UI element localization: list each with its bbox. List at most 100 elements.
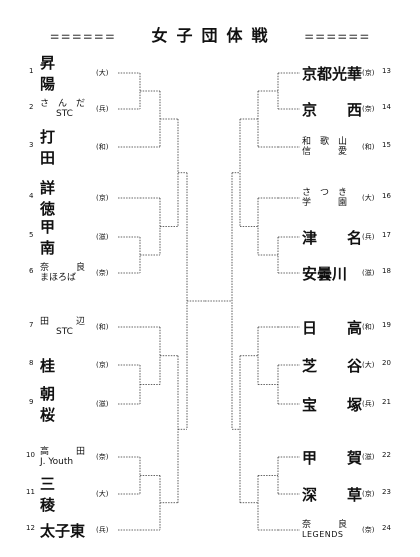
team-entry: 5 甲 南 (滋) <box>0 218 130 257</box>
team-prefecture: (兵) <box>96 526 109 534</box>
team-name-line: さ ん だ <box>40 99 86 109</box>
team-name-line: STC <box>56 327 73 337</box>
team-prefecture: (奈) <box>96 453 109 461</box>
team-number: 24 <box>382 524 391 532</box>
team-name-line: 芝 谷 <box>302 356 363 375</box>
team-number: 16 <box>382 192 391 200</box>
team-name-line: 宝 塚 <box>302 395 363 414</box>
title-text: 女子団体戦 <box>151 26 277 45</box>
team-name-line: 甲 賀 <box>302 448 363 467</box>
team-number: 17 <box>382 231 391 239</box>
team-prefecture: (兵) <box>96 105 109 113</box>
title-decoration-left: ====== <box>49 30 116 44</box>
team-name-line: 安曇川 <box>302 264 348 283</box>
team-number: 14 <box>382 103 391 111</box>
team-name-line: 打 田 <box>40 128 86 167</box>
team-number: 18 <box>382 267 391 275</box>
team-name-line: 詳 徳 <box>40 179 86 218</box>
team-number: 3 <box>29 141 34 149</box>
team-name-line: LEGENDS <box>302 530 344 539</box>
team-prefecture: (奈) <box>362 526 375 534</box>
team-name: 三 稜 <box>40 475 94 514</box>
team-name: 芝 谷 <box>302 350 362 380</box>
team-name: 桂 <box>40 350 94 380</box>
team-name-line: まほろば <box>40 273 77 283</box>
team-prefecture: (京) <box>96 194 109 202</box>
team-prefecture: (滋) <box>96 233 109 241</box>
team-name-line: 朝 桜 <box>40 385 86 424</box>
team-entry: 12 太子東 (兵) <box>0 515 130 545</box>
team-prefecture: (兵) <box>362 400 375 408</box>
team-name: 甲 賀 <box>302 442 362 472</box>
team-name-line: 三 稜 <box>40 475 86 514</box>
team-prefecture: (奈) <box>96 269 109 277</box>
team-name-line: 昇 陽 <box>40 54 86 93</box>
team-entry: 京 西(奈)14 <box>290 94 420 124</box>
team-name: 安曇川 <box>302 258 362 288</box>
team-prefecture: (和) <box>96 143 109 151</box>
team-prefecture: (大) <box>96 490 109 498</box>
team-name-line: 奈 良 <box>302 520 348 530</box>
team-name-line: 日 高 <box>302 318 363 337</box>
team-prefecture: (和) <box>96 323 109 331</box>
team-entry: 宝 塚(兵) 21 <box>290 389 420 419</box>
team-name-line: 高 田 <box>40 447 86 457</box>
team-name-line: 京 西 <box>302 100 363 119</box>
team-prefecture: (京) <box>362 69 375 77</box>
team-name-line: 桂 <box>40 356 56 375</box>
team-number: 22 <box>382 451 391 459</box>
team-number: 20 <box>382 359 391 367</box>
team-name-line: 京都光華 <box>302 64 363 83</box>
team-name-line: 学 園 <box>302 198 348 208</box>
team-prefecture: (滋) <box>362 453 375 461</box>
team-prefecture: (大) <box>96 69 109 77</box>
team-name: 和 歌 山信 愛 <box>302 132 362 162</box>
team-entry: 安曇川 (滋) 18 <box>290 258 420 288</box>
team-entry: 日 高(和)19 <box>290 312 420 342</box>
team-number: 5 <box>29 231 34 239</box>
team-entry: 津 名(兵)17 <box>290 222 420 252</box>
team-entry: 和 歌 山信 愛(和)15 <box>290 132 420 162</box>
team-number: 2 <box>29 103 34 111</box>
team-entry: 甲 賀(滋) 22 <box>290 442 420 472</box>
team-name: 詳 徳 <box>40 179 94 218</box>
team-name: 太子東 <box>40 515 94 545</box>
team-entry: 3 打 田 (和) <box>0 128 130 167</box>
team-number: 12 <box>26 524 35 532</box>
team-name-line: 甲 南 <box>40 218 86 257</box>
team-name: 京都光華 <box>302 58 362 88</box>
title-decoration-right: ====== <box>304 30 371 44</box>
team-number: 9 <box>29 398 34 406</box>
team-prefecture: (滋) <box>362 269 375 277</box>
team-name-line: 和 歌 山 <box>302 137 348 147</box>
team-entry: 6 奈 良まほろば (奈) <box>0 258 130 288</box>
team-name: 深 草 <box>302 479 362 509</box>
team-prefecture: (和) <box>362 323 375 331</box>
team-number: 23 <box>382 488 391 496</box>
team-name: 津 名 <box>302 222 362 252</box>
team-name-line: 奈 良 <box>40 263 86 273</box>
team-name-line: 信 愛 <box>302 147 348 157</box>
team-entry: 京都光華(京)13 <box>290 58 420 88</box>
team-name-line: 太子東 <box>40 521 86 540</box>
page-title: ====== 女子団体戦 ====== <box>0 22 420 46</box>
team-number: 8 <box>29 359 34 367</box>
team-prefecture: (大) <box>362 194 375 202</box>
team-number: 21 <box>382 398 391 406</box>
team-name: 打 田 <box>40 128 94 167</box>
team-prefecture: (滋) <box>96 400 109 408</box>
team-number: 6 <box>29 267 34 275</box>
team-prefecture: (大) <box>362 361 375 369</box>
team-name-line: J. Youth <box>40 457 74 467</box>
